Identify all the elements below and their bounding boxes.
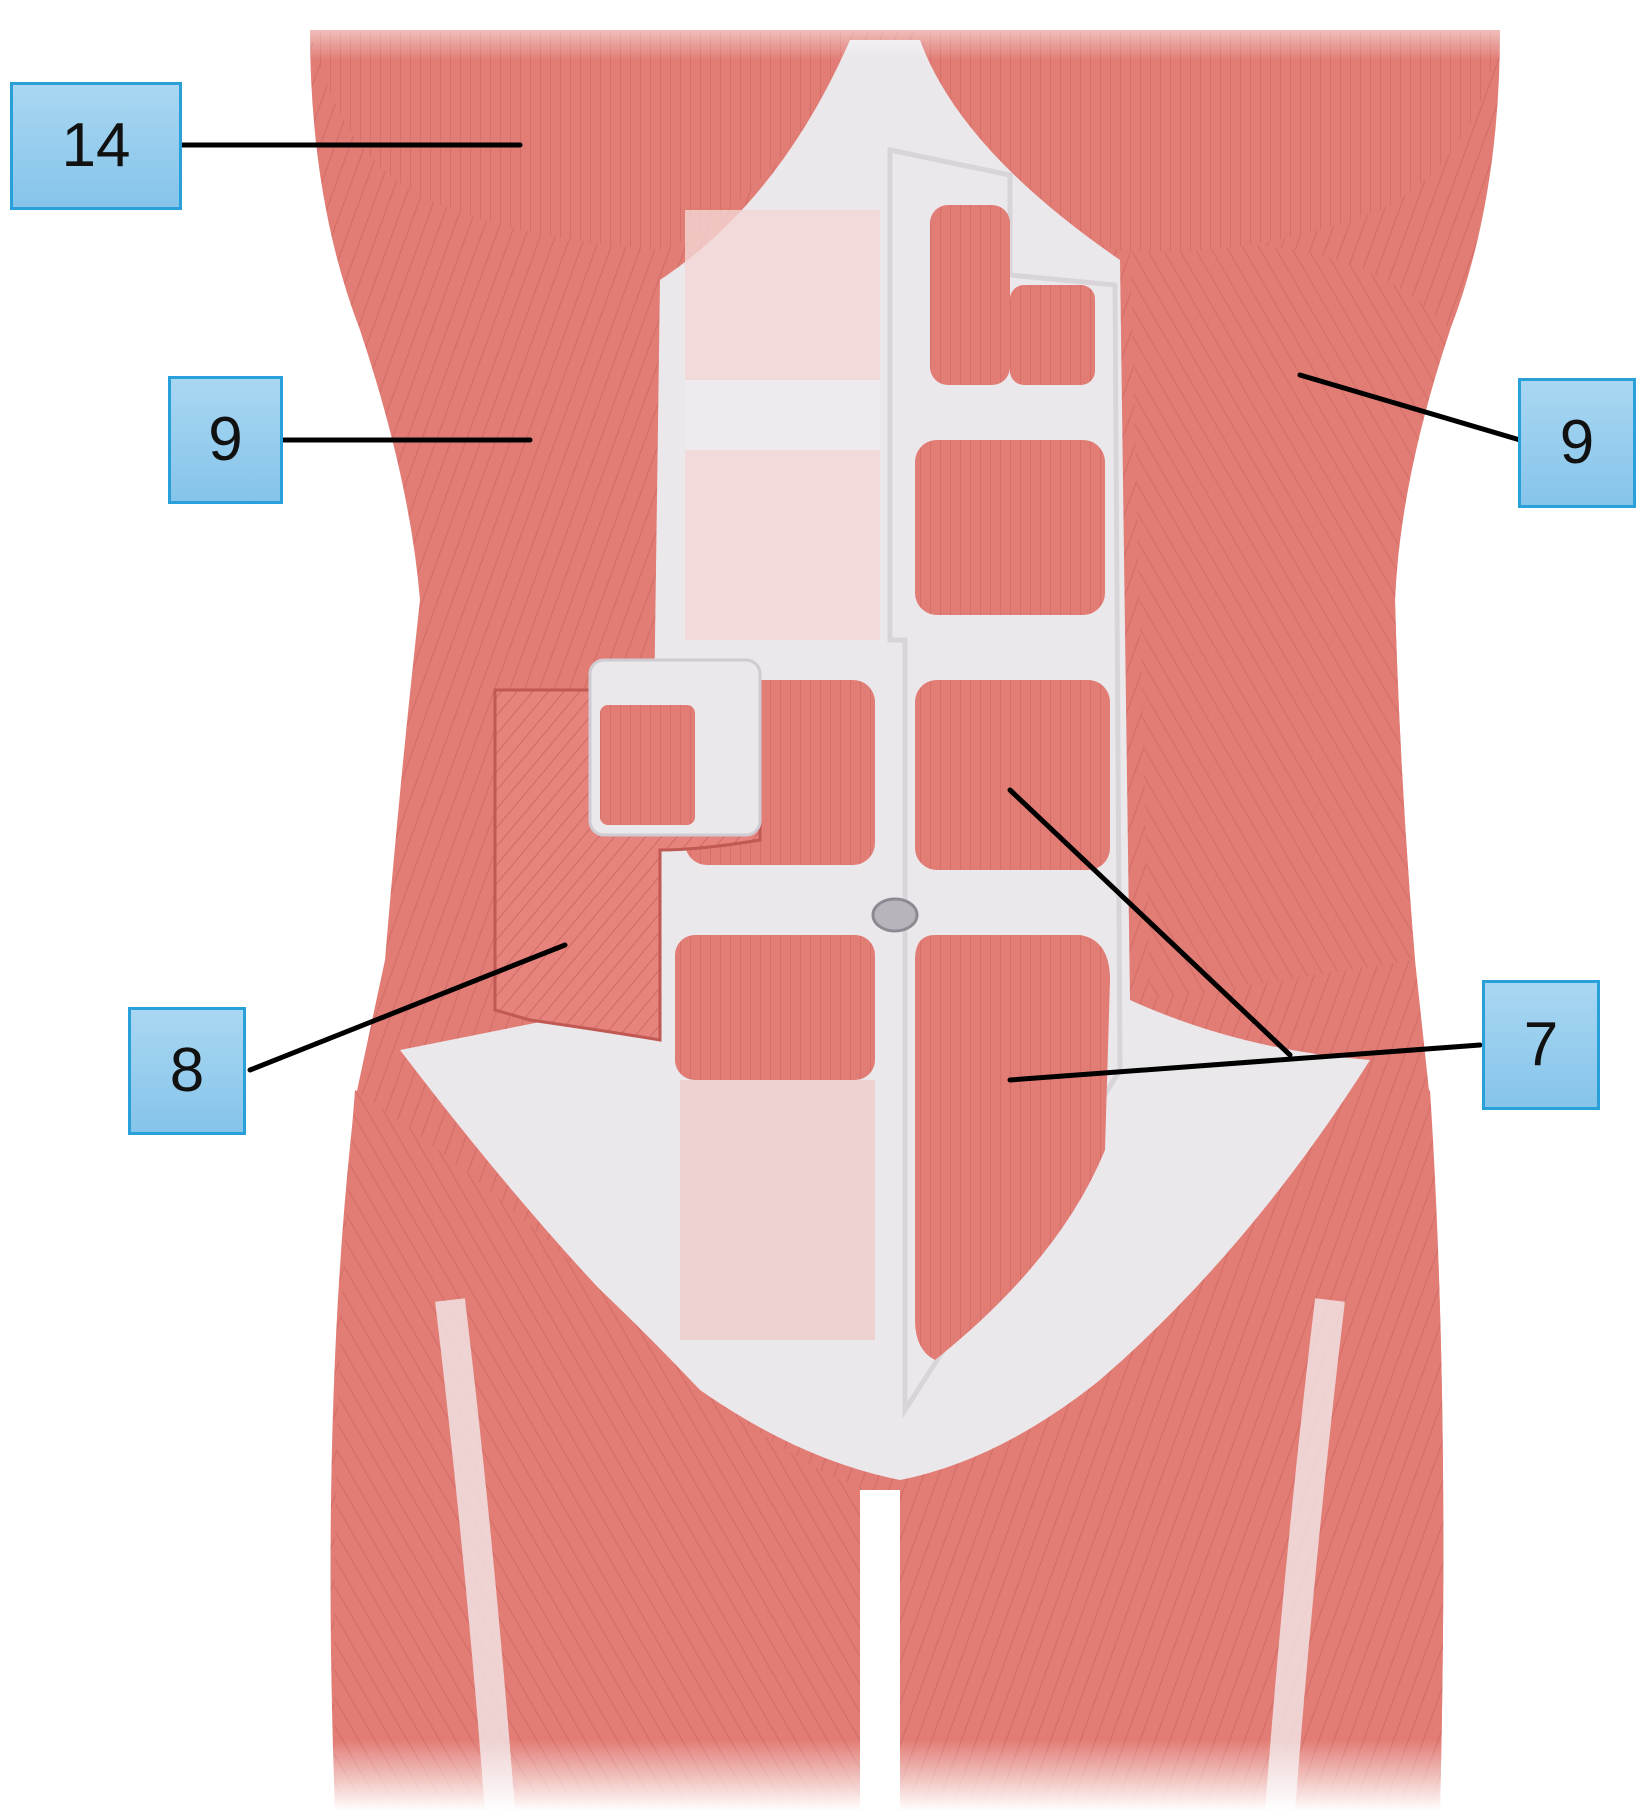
leader-line-9-right	[1297, 372, 1523, 443]
left-thigh-muscles	[334, 1090, 871, 1811]
right-external-oblique	[1130, 243, 1450, 1001]
leader-lines	[177, 142, 1523, 1083]
label-14[interactable]: 14	[10, 82, 182, 210]
rectus-abdominis-segment-4	[915, 935, 1110, 1360]
right-thigh-muscles	[930, 1090, 1444, 1811]
rectus-abdominis-segment-1	[930, 205, 1010, 385]
label-7[interactable]: 7	[1482, 980, 1600, 1110]
left-rectus-lower-faded	[680, 1080, 875, 1340]
pectoralis-major-right	[920, 30, 1500, 252]
rectus-abdominis-segment-1b	[1010, 285, 1095, 385]
anterior-rectus-sheath	[400, 40, 1370, 1480]
label-8[interactable]: 8	[128, 1007, 246, 1135]
leader-line-7-upper	[1007, 787, 1293, 1058]
rectus-abdominis-segment-3	[915, 680, 1110, 870]
left-rectus-segment-4	[675, 935, 875, 1080]
label-9-left[interactable]: 9	[168, 376, 283, 504]
label-9-right[interactable]: 9	[1518, 378, 1636, 508]
rectus-abdominis-segment-2	[915, 440, 1105, 615]
umbilicus	[871, 897, 919, 933]
transversus-abdominis-fibers	[600, 705, 695, 825]
leader-line-8	[247, 942, 568, 1073]
leader-line-7-lower	[1007, 1042, 1483, 1083]
pectoralis-major-left	[310, 30, 850, 250]
